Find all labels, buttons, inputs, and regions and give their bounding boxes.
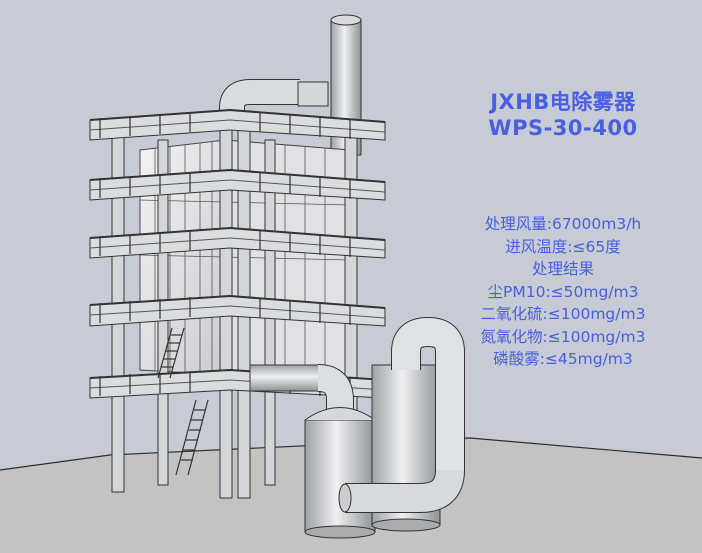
u-pipe	[338, 316, 465, 513]
platform-4	[89, 294, 386, 327]
spec-line: 处理风量:67000m3/h	[484, 215, 642, 233]
spec-line: 二氧化硫:≤100mg/m3	[480, 305, 646, 323]
spec-line: 磷酸雾:≤45mg/m3	[493, 350, 633, 368]
product-model: WPS-30-400	[488, 116, 638, 140]
spec-line: 氮氧化物:≤100mg/m3	[480, 327, 646, 346]
spec-line: 处理结果	[531, 260, 594, 278]
product-title: JXHB电除雾器	[490, 90, 636, 114]
floor-edge	[0, 437, 702, 471]
top-duct	[219, 79, 329, 130]
platform-1	[89, 108, 386, 141]
absorber-tank-left	[304, 407, 376, 539]
inlet-duct	[249, 364, 354, 420]
ladder-upper	[157, 327, 185, 379]
ladder-lower	[175, 399, 209, 476]
platform-3	[89, 226, 386, 259]
platform-2	[89, 168, 386, 201]
spec-line: 进风温度:≤65度	[505, 237, 621, 256]
spec-line: 尘PM10:≤50mg/m3	[487, 282, 639, 301]
